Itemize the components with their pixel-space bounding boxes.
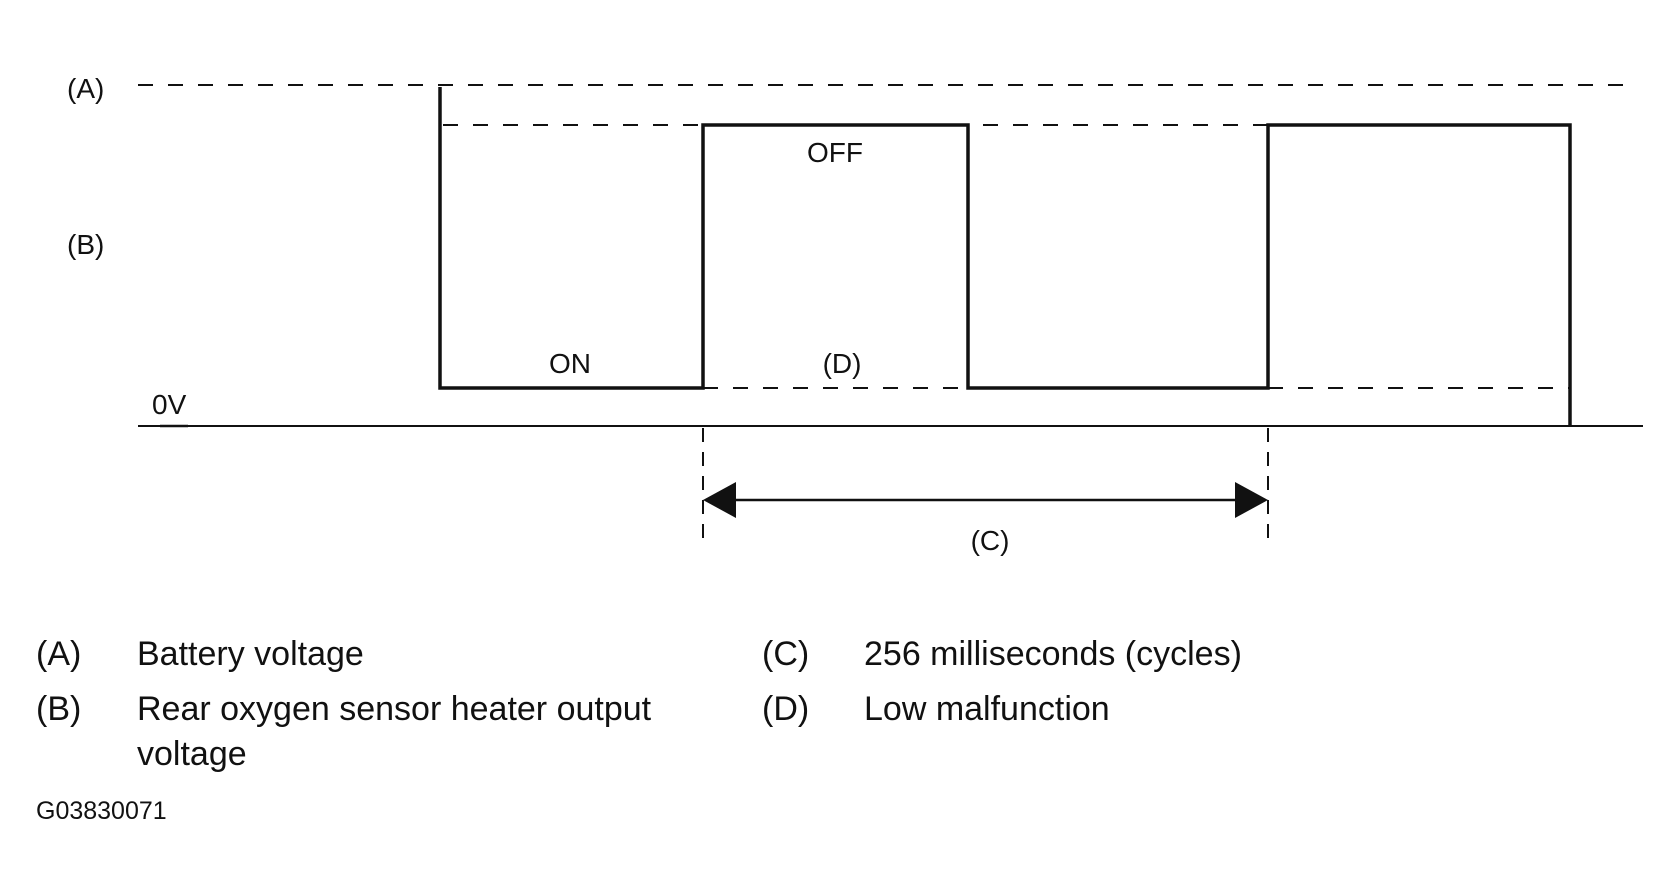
legend-key-a: (A) xyxy=(36,635,82,673)
legend-key-c: (C) xyxy=(762,635,810,673)
waveform-diagram: (A) (B) 0V ON OFF (D) (C) xyxy=(67,73,1643,556)
legend-text-c: 256 milliseconds (cycles) xyxy=(864,635,1242,673)
period-label: (C) xyxy=(971,525,1010,556)
on-state-label: ON xyxy=(549,348,591,379)
off-state-label: OFF xyxy=(807,137,863,168)
zero-volt-label: 0V xyxy=(152,389,187,420)
period-arrowhead-right xyxy=(1235,482,1268,518)
period-arrowhead-left xyxy=(703,482,736,518)
legend-text-b: Rear oxygen sensor heater output voltage xyxy=(137,690,652,773)
low-malfunction-marker-label: (D) xyxy=(823,348,862,379)
level-label-a: (A) xyxy=(67,73,104,104)
legend-text-a: Battery voltage xyxy=(137,635,364,673)
legend-text-d: Low malfunction xyxy=(864,690,1110,728)
figure-id: G03830071 xyxy=(36,797,167,825)
heater-output-waveform xyxy=(438,87,1572,426)
level-label-b: (B) xyxy=(67,229,104,260)
legend-key-b: (B) xyxy=(36,690,82,728)
legend-key-d: (D) xyxy=(762,690,810,728)
